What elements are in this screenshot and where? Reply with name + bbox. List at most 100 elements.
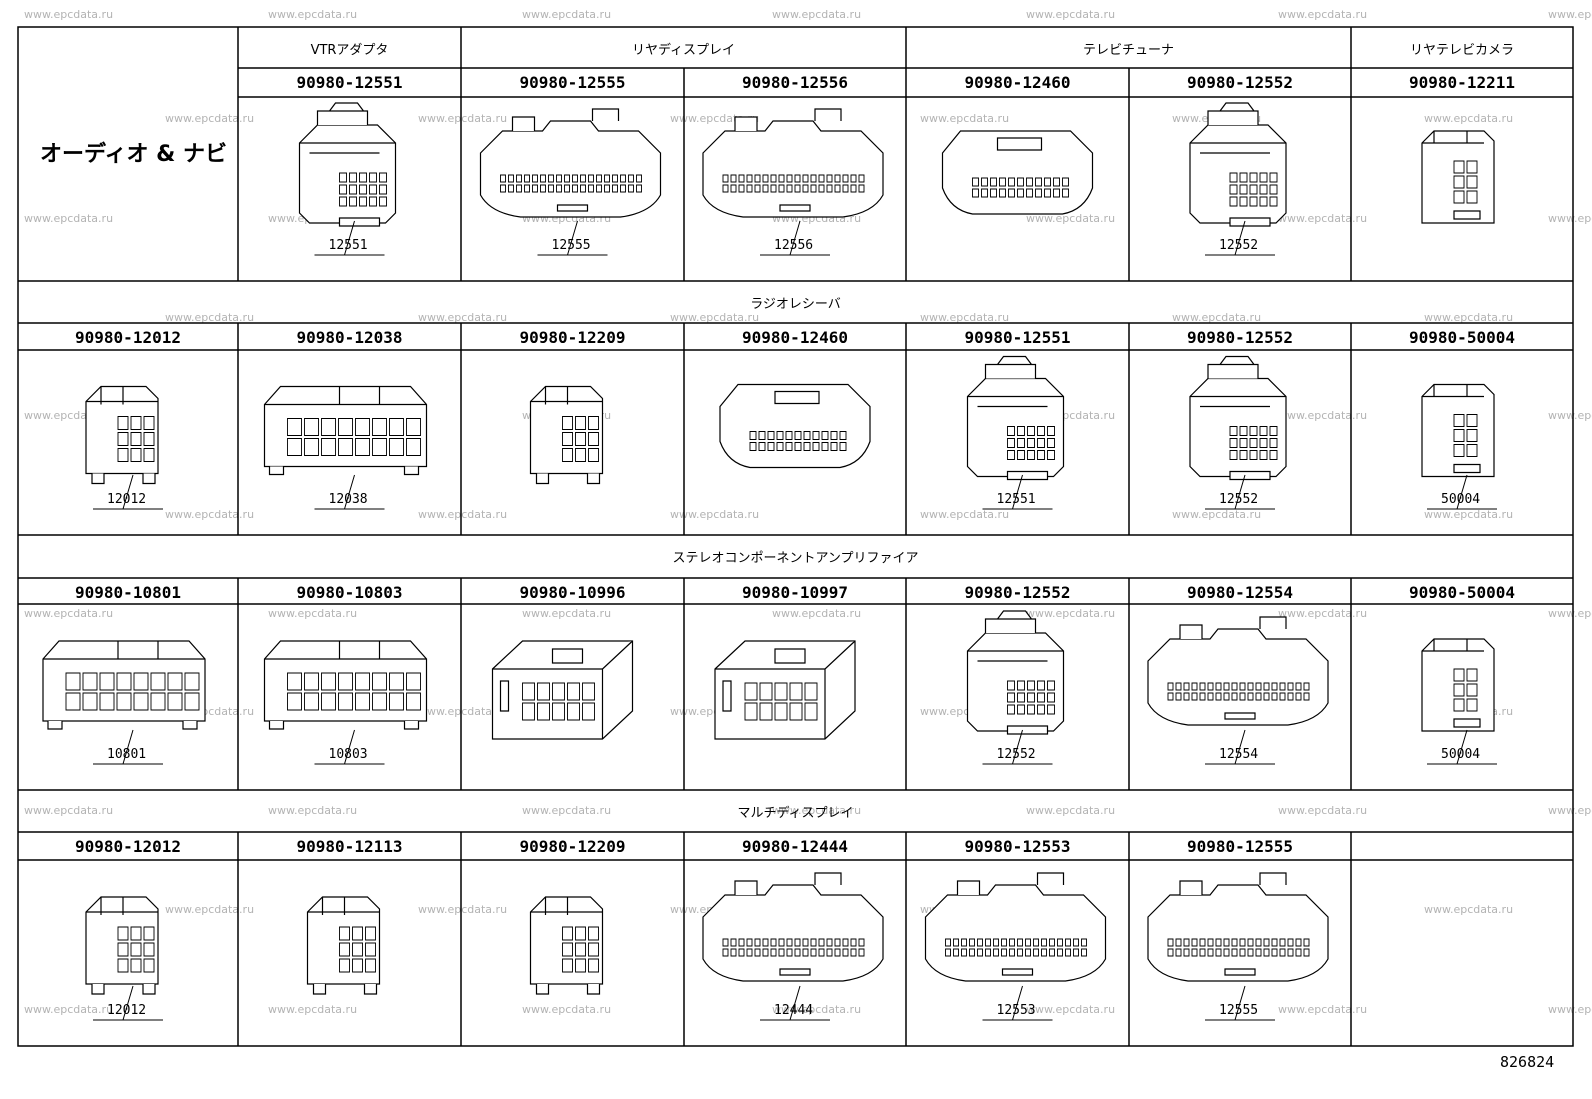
part-number: 90980-50004 [1409,328,1515,347]
watermark: www.epcdata.ru [165,508,255,521]
callout-label: 12038 [328,492,368,507]
callout-leader [1456,474,1468,510]
watermark: www.epcdata.ru [418,311,508,324]
watermark: www.epcdata.ru [1278,804,1368,817]
connector-drawing [941,130,1094,215]
callout-leader [344,474,355,510]
callout-label: 12555 [1219,1003,1259,1018]
watermark: www.epcdata.ru [24,1003,114,1016]
watermark: www.epcdata.ru [418,112,508,125]
part-number: 90980-10997 [742,583,848,602]
section-title: ステレオコンポーネントアンプリファイア [672,551,919,566]
part-number: 90980-12556 [742,73,848,92]
watermark: www.epcdata.ru [670,311,760,324]
connector-drawing [85,896,159,995]
watermark: www.epcdata.ru [268,804,358,817]
watermark: www.epcdata.ru [522,607,612,620]
callout-leader [1234,220,1246,256]
watermark: www.epcdata.ru [1548,804,1592,817]
callout-label: 12552 [1219,492,1259,507]
callout-leader [1456,729,1468,765]
watermark: www.epcdata.ru [1026,1003,1116,1016]
connector-drawing [1189,355,1287,481]
callout-label: 12553 [996,1003,1036,1018]
watermark: www.epcdata.ru [1548,409,1592,422]
part-number: 90980-12552 [1187,328,1293,347]
callout-label: 10801 [107,747,147,762]
callout-label: 50004 [1441,747,1481,762]
watermark: www.epcdata.ru [1548,1003,1592,1016]
column-group-title: リヤテレビカメラ [1409,43,1514,58]
watermark: www.epcdata.ru [920,508,1010,521]
watermark: www.epcdata.ru [1278,1003,1368,1016]
connector-drawing [966,355,1065,481]
part-number: 90980-12211 [1409,73,1515,92]
watermark: www.epcdata.ru [772,804,862,817]
watermark: www.epcdata.ru [522,1003,612,1016]
column-group-title: VTRアダプタ [310,43,389,58]
part-number: 90980-12460 [742,328,848,347]
callout-label: 12552 [996,747,1036,762]
callout-leader [1012,985,1023,1021]
part-number: 90980-12209 [519,837,626,856]
connector-drawing [491,640,634,740]
connector-drawing [1421,638,1495,732]
watermark: www.epcdata.ru [1424,508,1514,521]
watermark: www.epcdata.ru [1548,8,1592,21]
watermark: www.epcdata.ru [1424,903,1514,916]
part-number: 90980-12113 [296,837,403,856]
watermark: www.epcdata.ru [920,112,1010,125]
connector-drawing [1189,102,1287,227]
watermark: www.epcdata.ru [522,804,612,817]
connector-drawing [263,385,428,476]
callout-label: 12551 [996,492,1036,507]
callout-leader [1234,474,1246,510]
callout-label: 12554 [1219,747,1259,762]
callout-label: 12012 [107,492,147,507]
grid-border [17,26,1574,1047]
callout-leader [1012,729,1023,765]
callout-label: 12012 [107,1003,147,1018]
connector-drawing [529,896,604,995]
watermark: www.epcdata.ru [1278,409,1368,422]
callout-leader [1234,729,1246,765]
column-group-title: リヤディスプレイ [631,43,736,58]
connector-drawing [1421,130,1495,224]
watermark: www.epcdata.ru [24,607,114,620]
watermark: www.epcdata.ru [1172,311,1262,324]
watermark: www.epcdata.ru [1278,8,1368,21]
part-number: 90980-12552 [1187,73,1293,92]
part-number: 90980-12012 [75,328,181,347]
callout-leader [1012,474,1023,510]
callout-leader [789,985,801,1021]
callout-leader [1234,985,1246,1021]
watermark: www.epcdata.ru [1424,112,1514,125]
section-title: ラジオレシーバ [750,297,841,312]
callout-label: 12556 [774,238,814,253]
connector-drawing [306,896,381,995]
connector-drawing [924,872,1107,982]
part-number: 90980-12551 [296,73,403,92]
connector-drawing [719,383,871,469]
connector-drawing [263,640,428,730]
watermark: www.epcdata.ru [268,8,358,21]
connector-drawing [479,108,662,218]
watermark: www.epcdata.ru [522,8,612,21]
part-number: 90980-12444 [742,837,848,856]
part-number: 90980-12554 [1187,583,1293,602]
part-number: 90980-12552 [964,583,1071,602]
connector-drawing [42,640,206,730]
callout-leader [789,220,801,256]
callout-leader [344,729,355,765]
connector-drawing [966,610,1065,735]
callout-label: 10803 [328,747,368,762]
watermark: www.epcdata.ru [268,607,358,620]
watermark: www.epcdata.ru [268,1003,358,1016]
part-number: 90980-12553 [964,837,1071,856]
watermark: www.epcdata.ru [1424,311,1514,324]
connector-drawing [298,102,397,227]
connector-drawing [1421,383,1495,478]
callout-leader [122,729,134,765]
watermark: www.epcdata.ru [165,311,255,324]
